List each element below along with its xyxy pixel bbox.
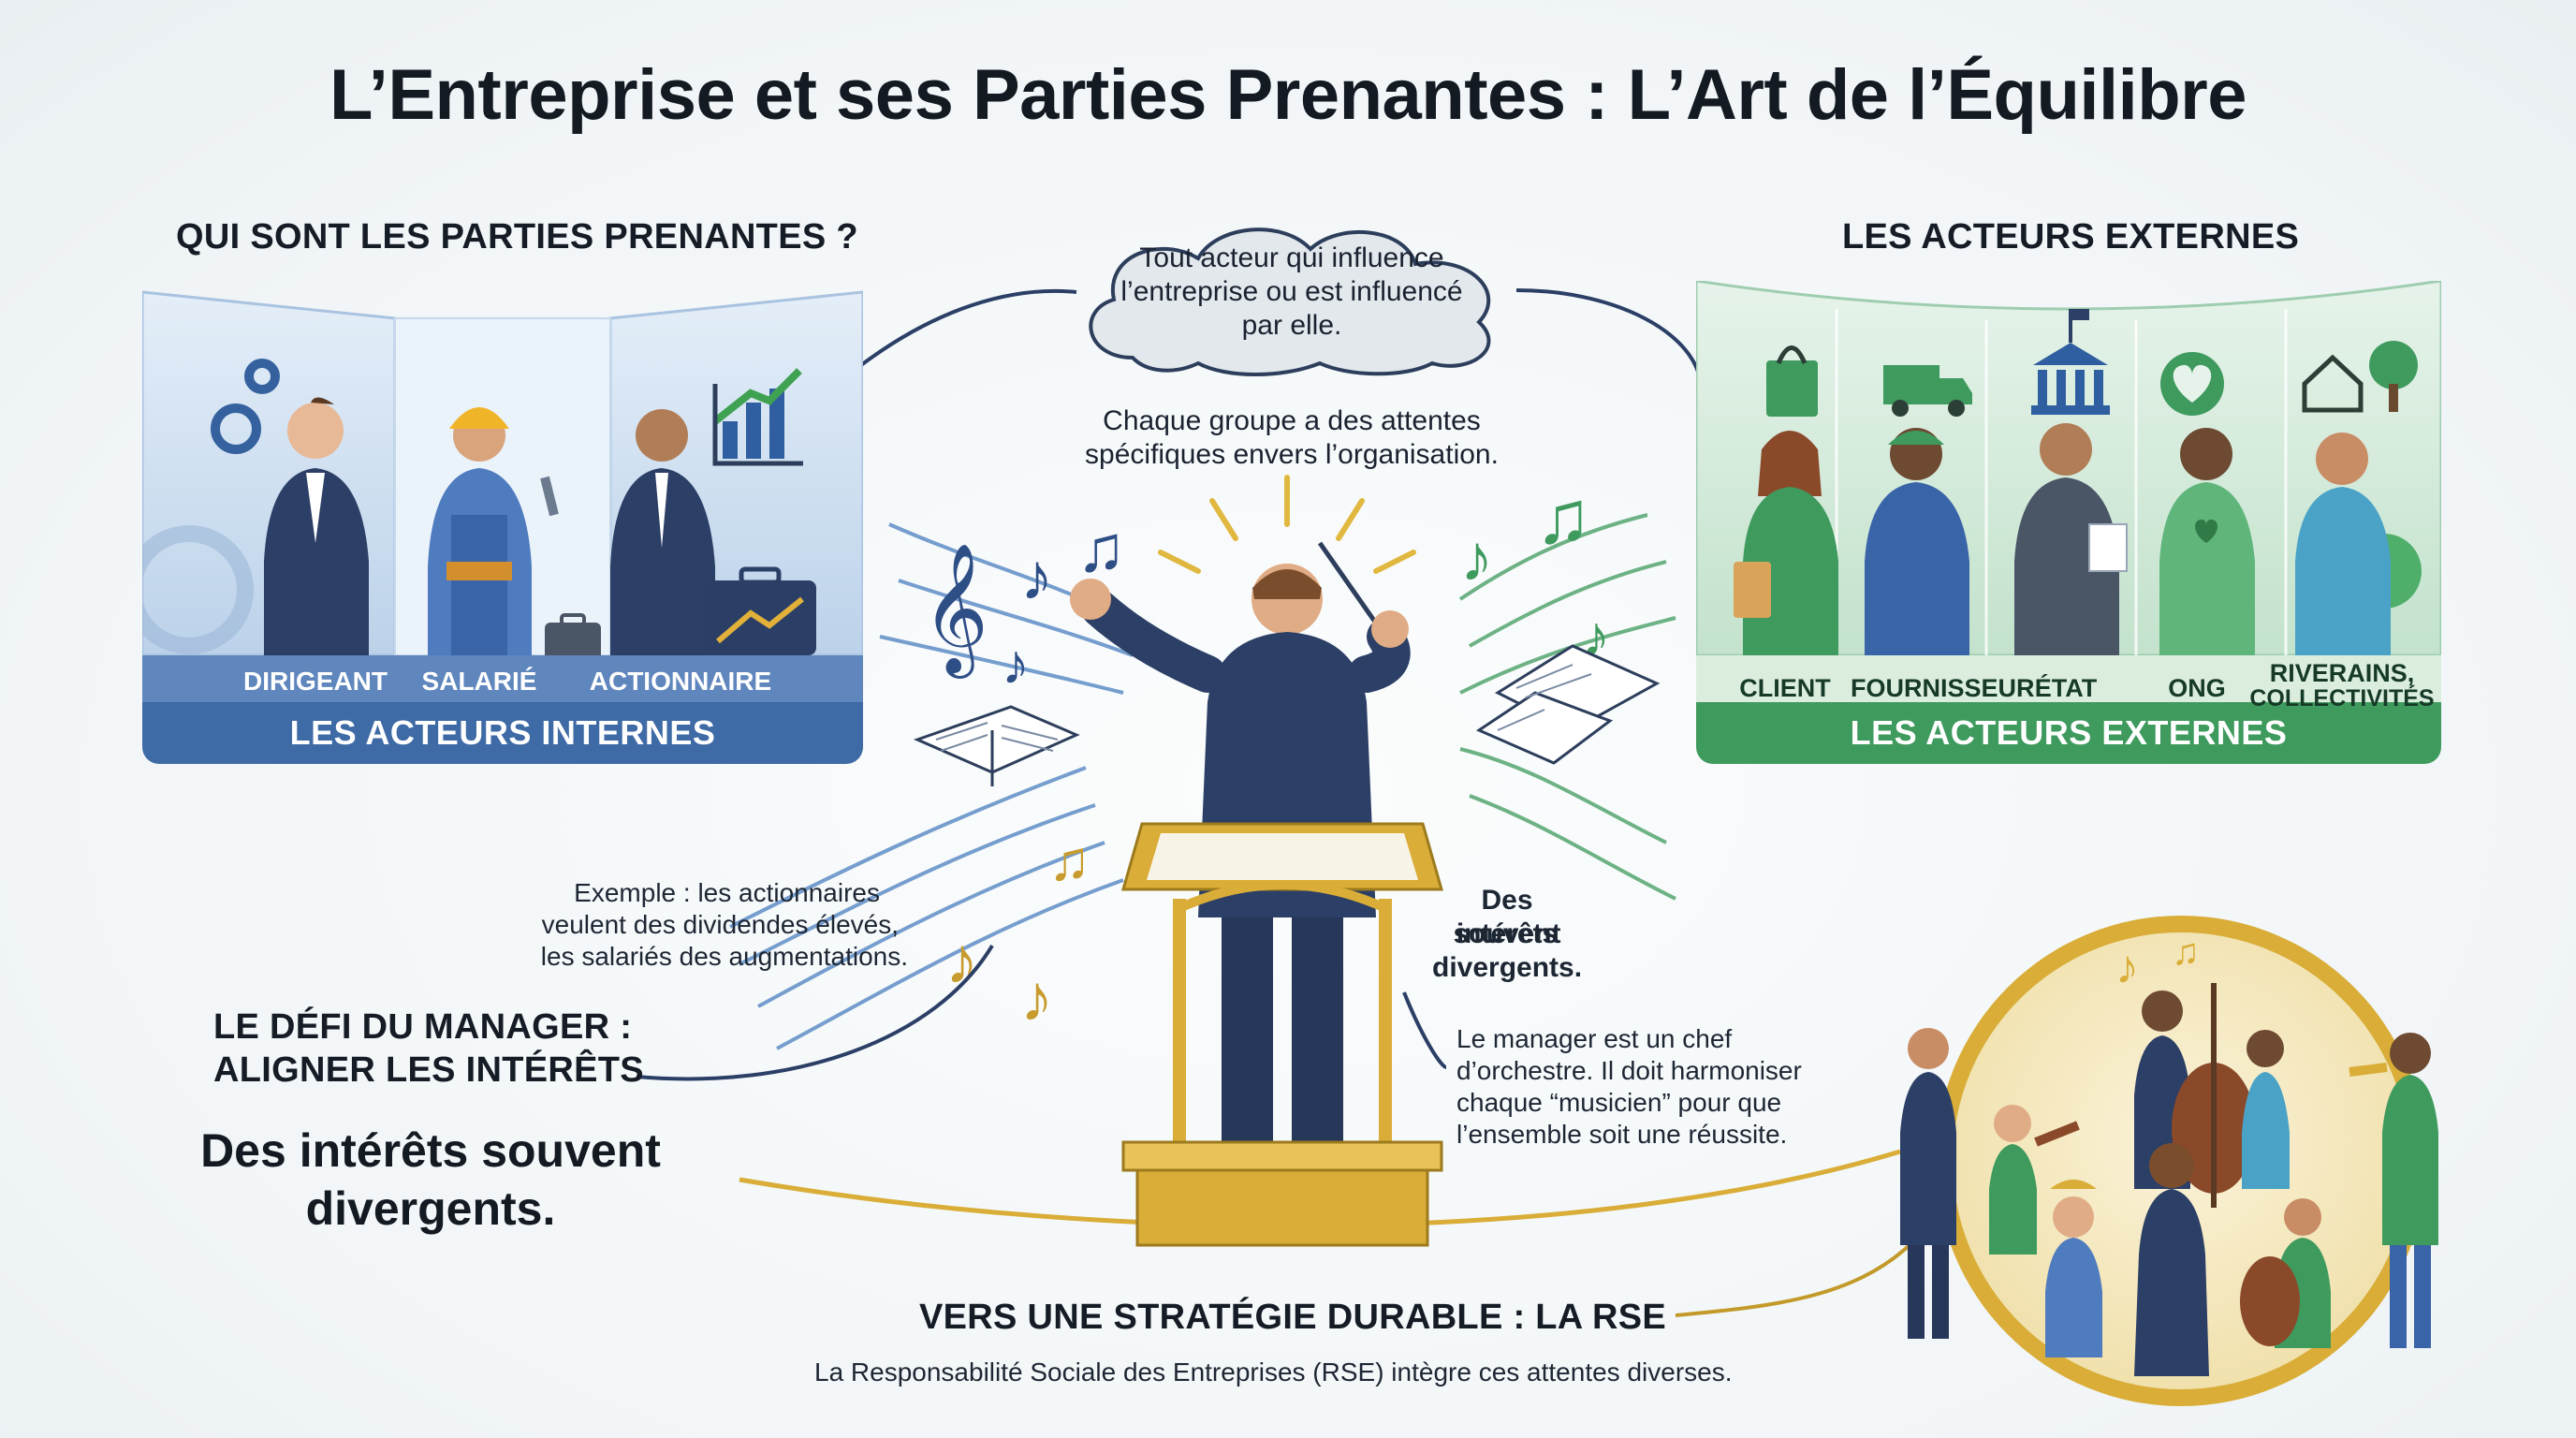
challenge-sub-line-1: Des intérêts souvent (200, 1124, 661, 1177)
challenge-sub-line-2: divergents. (305, 1182, 556, 1235)
client-figure (1734, 431, 1838, 655)
violinist-seated-1 (1989, 1105, 2080, 1255)
right-panel-heading: LES ACTEURS EXTERNES (1842, 217, 2300, 257)
gears-icon (211, 359, 280, 454)
dirigeant-figure (264, 397, 369, 655)
spotlight-rays (1158, 475, 1416, 574)
svg-text:♪: ♪ (1020, 961, 1053, 1034)
svg-text:♫: ♫ (1076, 512, 1126, 585)
internal-actors-panel: DIRIGEANT SALARIÉ ACTIONNAIRE LES ACTEUR… (142, 281, 863, 768)
manager-line-2: d’orchestre. Il doit harmoniser (1456, 1056, 1802, 1085)
violinist-right (2242, 1030, 2290, 1189)
salarie-figure (428, 407, 559, 655)
rse-text: La Responsabilité Sociale des Entreprise… (814, 1357, 1733, 1387)
svg-text:♫: ♫ (2172, 932, 2200, 973)
connector-manager (1402, 991, 1447, 1069)
fournisseur-figure (1865, 428, 1969, 655)
actionnaire-figure (610, 409, 715, 655)
example-line-1: Exemple : les actionnaires (574, 878, 880, 907)
svg-text:𝄞: 𝄞 (922, 545, 988, 679)
briefcase-icon (545, 613, 601, 665)
rse-heading: VERS UNE STRATÉGIE DURABLE : LA RSE (919, 1298, 1666, 1337)
external-actors-panel: CLIENT FOURNISSEUR ÉTAT ONG RIVERAINS, C… (1696, 281, 2441, 768)
orchestra-conductor (2134, 1143, 2209, 1376)
conductor-illustration (913, 541, 1661, 1247)
connector-left-cloud (859, 288, 1077, 367)
svg-text:♪: ♪ (945, 924, 978, 997)
growth-chart-icon (712, 368, 803, 466)
cloud-line-3: par elle. (1241, 310, 1342, 341)
external-actors-illustration (1696, 281, 2441, 764)
role-label-fournisseur: FOURNISSEUR (1851, 674, 2035, 702)
svg-text:♫: ♫ (1535, 476, 1591, 559)
expectations-line-1: Chaque groupe a des attentes (1103, 405, 1481, 436)
manager-line-3: chaque “musicien” pour que (1456, 1088, 1782, 1117)
music-note-icon: ♪ ♪ ♫ (945, 829, 1090, 1034)
role-label-ong: ONG (2168, 674, 2226, 702)
example-line-2: veulent des dividendes élevés, (541, 910, 899, 939)
shopping-bag-icon (1766, 345, 1818, 417)
music-note-icon: ♪ ♫ (2115, 932, 2200, 993)
page-title: L’Entreprise et ses Parties Prenantes : … (329, 55, 2247, 135)
svg-text:♪: ♪ (1020, 540, 1053, 613)
riverains-figure (2295, 433, 2391, 655)
connector-challenge (636, 944, 994, 1081)
internal-actors-band: LES ACTEURS INTERNES (289, 713, 716, 752)
svg-text:♪: ♪ (1002, 633, 1030, 696)
svg-text:♪: ♪ (2115, 941, 2139, 993)
role-label-actionnaire: ACTIONNAIRE (589, 667, 772, 696)
music-note-icon: 𝄞 ♪ ♫ ♪ (922, 512, 1126, 696)
role-label-salarie: SALARIÉ (421, 667, 537, 696)
role-label-riverains: RIVERAINS, (2269, 659, 2415, 687)
expectations-line-2: spécifiques envers l’organisation. (1085, 439, 1499, 470)
role-label-collectivites: COLLECTIVITÉS (2249, 685, 2435, 712)
etat-figure (2014, 423, 2128, 655)
blue-music-waves (729, 522, 1134, 1050)
role-label-dirigeant: DIRIGEANT (243, 667, 388, 696)
trumpeter (2349, 1033, 2438, 1348)
cellist (2240, 1198, 2331, 1348)
heart-leaf-icon (2160, 352, 2224, 416)
divergent-small-line-3: divergents. (1432, 952, 1583, 983)
connector-rse (1675, 1243, 1911, 1317)
government-building-icon (2031, 309, 2110, 415)
manager-line-4: l’ensemble soit une réussite. (1456, 1120, 1788, 1149)
briefcase-icon (704, 566, 816, 655)
role-label-etat: ÉTAT (2034, 674, 2098, 702)
role-label-client: CLIENT (1739, 674, 1831, 702)
challenge-heading-line-2: ALIGNER LES INTÉRÊTS (213, 1050, 644, 1090)
orchestra-medallion: ♪ ♫ (1900, 916, 2438, 1406)
cloud-line-1: Tout acteur qui influence (1139, 242, 1444, 273)
divergent-small-line-1: Des intérêts (1456, 885, 1559, 949)
sheet-music-left (913, 705, 1080, 786)
definition-cloud (1089, 227, 1491, 376)
divergent-small-line-2: souvent (1453, 918, 1561, 949)
delivery-truck-icon (1883, 365, 1972, 417)
external-actors-band: LES ACTEURS EXTERNES (1850, 713, 2288, 752)
internal-actors-illustration (142, 290, 863, 764)
connector-right-cloud (1515, 288, 1701, 375)
manager-line-1: Le manager est un chef (1456, 1024, 1733, 1053)
violinist-left (1900, 1028, 1956, 1339)
example-line-3: les salariés des augmentations. (540, 942, 908, 971)
seated-musician-front (2045, 1180, 2102, 1357)
svg-text:♪: ♪ (1460, 521, 1493, 594)
cloud-line-2: l’entreprise ou est influencé (1120, 276, 1463, 307)
left-panel-heading: QUI SONT LES PARTIES PRENANTES ? (176, 217, 858, 257)
svg-text:♫: ♫ (1048, 829, 1090, 892)
challenge-heading-line-1: LE DÉFI DU MANAGER : (213, 1007, 633, 1047)
ong-figure (2159, 428, 2255, 655)
sheet-music-right (1475, 644, 1661, 765)
